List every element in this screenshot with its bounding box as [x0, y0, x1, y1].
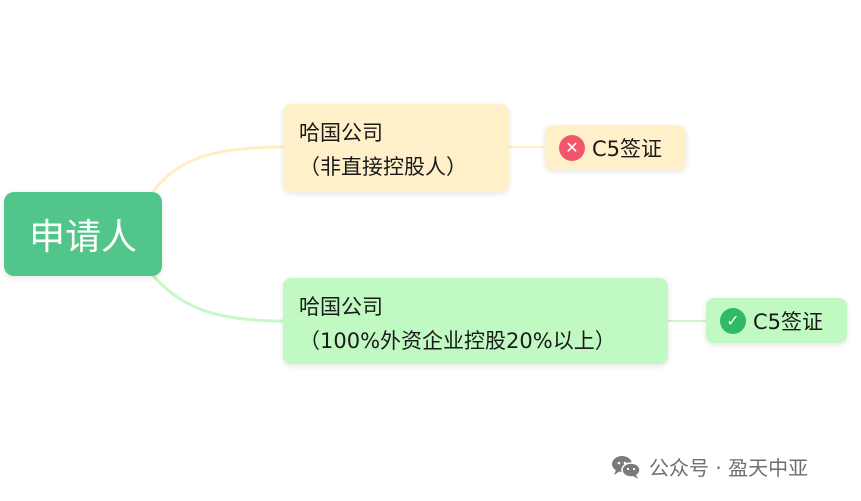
root-node-applicant[interactable]: 申请人	[4, 192, 162, 276]
result-node-c5-visa-approved[interactable]: ✓ C5签证	[706, 298, 847, 343]
result-node-label: C5签证	[753, 309, 824, 334]
check-circle-icon: ✓	[720, 307, 746, 334]
connector-root-to-branch-1	[148, 145, 284, 197]
branch-node-subtitle: （非直接控股人）	[299, 155, 467, 179]
branch-node-subtitle: （100%外资企业控股20%以上）	[299, 329, 616, 353]
wechat-icon	[612, 455, 641, 479]
result-node-c5-visa-rejected[interactable]: ✕ C5签证	[545, 125, 686, 170]
branch-node-non-direct-holder[interactable]: 哈国公司 （非直接控股人）	[283, 104, 509, 192]
watermark-text: 公众号 · 盈天中亚	[649, 456, 809, 480]
result-node-label: C5签证	[592, 136, 663, 161]
watermark: 公众号 · 盈天中亚	[611, 452, 808, 481]
connector-root-to-branch-2	[148, 271, 284, 323]
cross-circle-icon: ✕	[559, 134, 585, 161]
branch-node-foreign-owned-holder[interactable]: 哈国公司 （100%外资企业控股20%以上）	[283, 278, 668, 364]
root-node-label: 申请人	[28, 217, 137, 258]
branch-node-title: 哈国公司	[299, 121, 383, 145]
branch-node-title: 哈国公司	[299, 295, 383, 319]
